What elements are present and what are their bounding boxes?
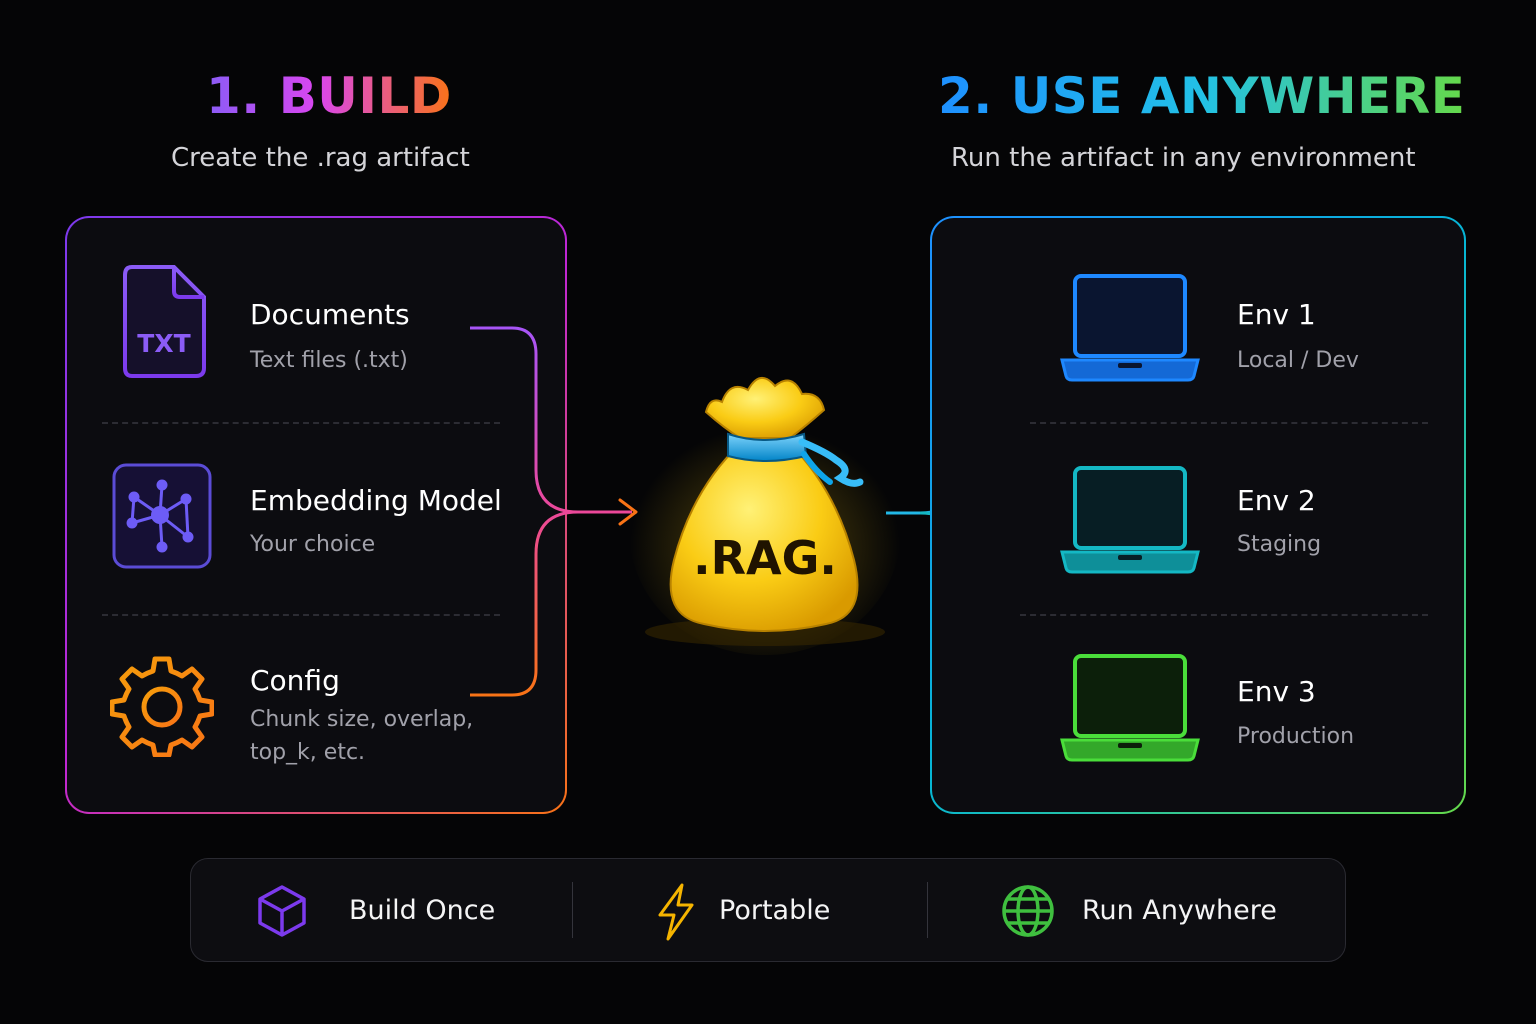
laptop-icon	[1058, 464, 1202, 576]
divider	[102, 422, 500, 424]
footer-bar	[190, 858, 1346, 962]
env2-desc: Staging	[1237, 532, 1322, 557]
embedding-model-title: Embedding Model	[250, 484, 502, 517]
build-connector-arrows	[470, 326, 638, 697]
footer-divider	[927, 882, 928, 938]
documents-title: Documents	[250, 298, 410, 331]
globe-icon	[1000, 883, 1056, 939]
build-heading: 1. BUILD	[206, 67, 452, 125]
lightning-icon	[656, 883, 696, 941]
bag-label: .RAG.	[693, 531, 837, 585]
txt-icon-label: TXT	[137, 329, 190, 358]
use-subtitle: Run the artifact in any environment	[951, 143, 1416, 173]
divider	[1030, 422, 1428, 424]
divider	[102, 614, 500, 616]
footer-build-once: Build Once	[349, 895, 496, 926]
env1-desc: Local / Dev	[1237, 348, 1359, 373]
network-nodes-icon	[112, 463, 212, 569]
footer-run-anywhere: Run Anywhere	[1082, 895, 1277, 926]
env1-title: Env 1	[1237, 298, 1316, 331]
gear-icon	[109, 653, 215, 758]
footer-divider	[572, 882, 573, 938]
env3-title: Env 3	[1237, 675, 1316, 708]
config-desc-line-1: Chunk size, overlap,	[250, 707, 474, 732]
env3-desc: Production	[1237, 724, 1355, 749]
money-bag-icon: .RAG.	[630, 360, 900, 660]
embedding-model-desc: Your choice	[250, 532, 376, 557]
use-heading: 2. USE ANYWHERE	[938, 67, 1466, 125]
footer-portable: Portable	[719, 895, 831, 926]
env2-title: Env 2	[1237, 484, 1316, 517]
laptop-icon	[1058, 652, 1202, 764]
build-subtitle: Create the .rag artifact	[171, 143, 470, 173]
cube-icon	[254, 883, 310, 939]
documents-desc: Text files (.txt)	[250, 348, 408, 373]
config-title: Config	[250, 664, 340, 697]
txt-file-icon: TXT	[122, 264, 208, 380]
divider	[1020, 614, 1428, 616]
laptop-icon	[1058, 272, 1202, 384]
use-panel	[930, 216, 1466, 814]
config-desc-line-2: top_k, etc.	[250, 740, 366, 765]
